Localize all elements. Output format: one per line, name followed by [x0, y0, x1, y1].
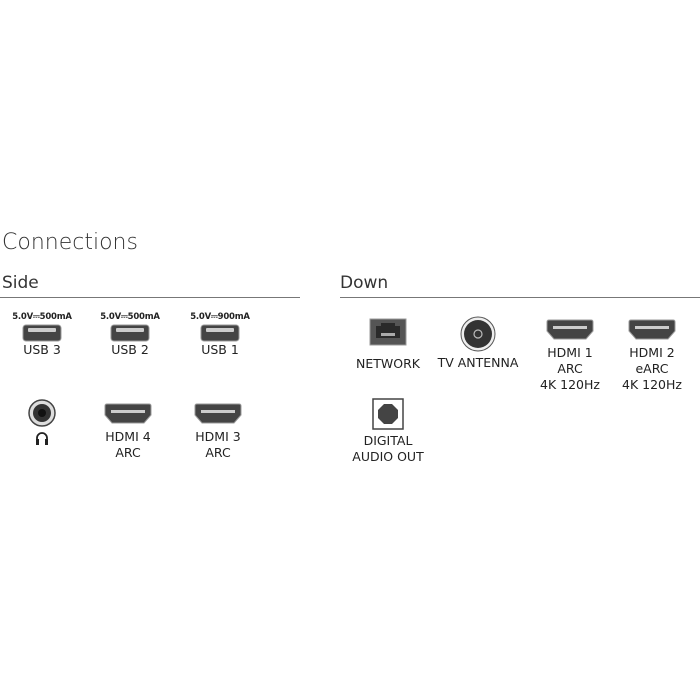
hdmi-label-line2: ARC [205, 445, 231, 460]
hdmi-icon [104, 403, 152, 424]
usb-label: USB 2 [111, 342, 149, 357]
headphone-port [0, 398, 97, 446]
usb-spec: 5.0V⎓500mA [100, 312, 160, 322]
antenna-label: TV ANTENNA [437, 355, 519, 370]
headphone-icon [36, 432, 48, 445]
network-port: NETWORK [333, 318, 443, 372]
usb-icon [200, 324, 240, 342]
hdmi-label-line1: HDMI 2 [629, 345, 675, 360]
page-title: Connections [2, 230, 138, 255]
usb-label: USB 1 [201, 342, 239, 357]
antenna-icon [460, 316, 496, 352]
hdmi-label-line3: 4K 120Hz [622, 377, 682, 392]
optical-audio-icon [372, 398, 404, 430]
usb-port-3: 5.0V⎓500mA USB 3 [0, 312, 97, 358]
hdmi-label-line2: ARC [115, 445, 141, 460]
hdmi-port-4: HDMI 4 ARC [73, 403, 183, 461]
side-heading: Side [2, 273, 39, 293]
ethernet-icon [369, 318, 407, 346]
hdmi-icon [628, 319, 676, 340]
hdmi-label-line1: HDMI 4 [105, 429, 151, 444]
hdmi-port-2: HDMI 2 eARC 4K 120Hz [597, 319, 700, 393]
hdmi-icon [546, 319, 594, 340]
usb-port-1: 5.0V⎓900mA USB 1 [165, 312, 275, 358]
hdmi-label-line1: HDMI 1 [547, 345, 593, 360]
hdmi-label-line2: ARC [557, 361, 583, 376]
side-divider [0, 297, 300, 298]
hdmi-port-3: HDMI 3 ARC [163, 403, 273, 461]
down-divider [340, 297, 700, 298]
usb-icon [110, 324, 150, 342]
usb-label: USB 3 [23, 342, 61, 357]
digital-label-line1: DIGITAL [363, 433, 413, 448]
digital-label-line2: AUDIO OUT [352, 449, 424, 464]
antenna-port: TV ANTENNA [423, 316, 533, 371]
hdmi-port-1: HDMI 1 ARC 4K 120Hz [515, 319, 625, 393]
hdmi-icon [194, 403, 242, 424]
usb-spec: 5.0V⎓500mA [12, 312, 72, 322]
audio-jack-icon [28, 399, 56, 427]
hdmi-label-line2: eARC [635, 361, 669, 376]
down-heading: Down [340, 273, 389, 293]
digital-audio-port: DIGITAL AUDIO OUT [333, 398, 443, 465]
hdmi-label-line1: HDMI 3 [195, 429, 241, 444]
usb-spec: 5.0V⎓900mA [190, 312, 250, 322]
usb-port-2: 5.0V⎓500mA USB 2 [75, 312, 185, 358]
network-label: NETWORK [356, 356, 420, 371]
hdmi-label-line3: 4K 120Hz [540, 377, 600, 392]
usb-icon [22, 324, 62, 342]
